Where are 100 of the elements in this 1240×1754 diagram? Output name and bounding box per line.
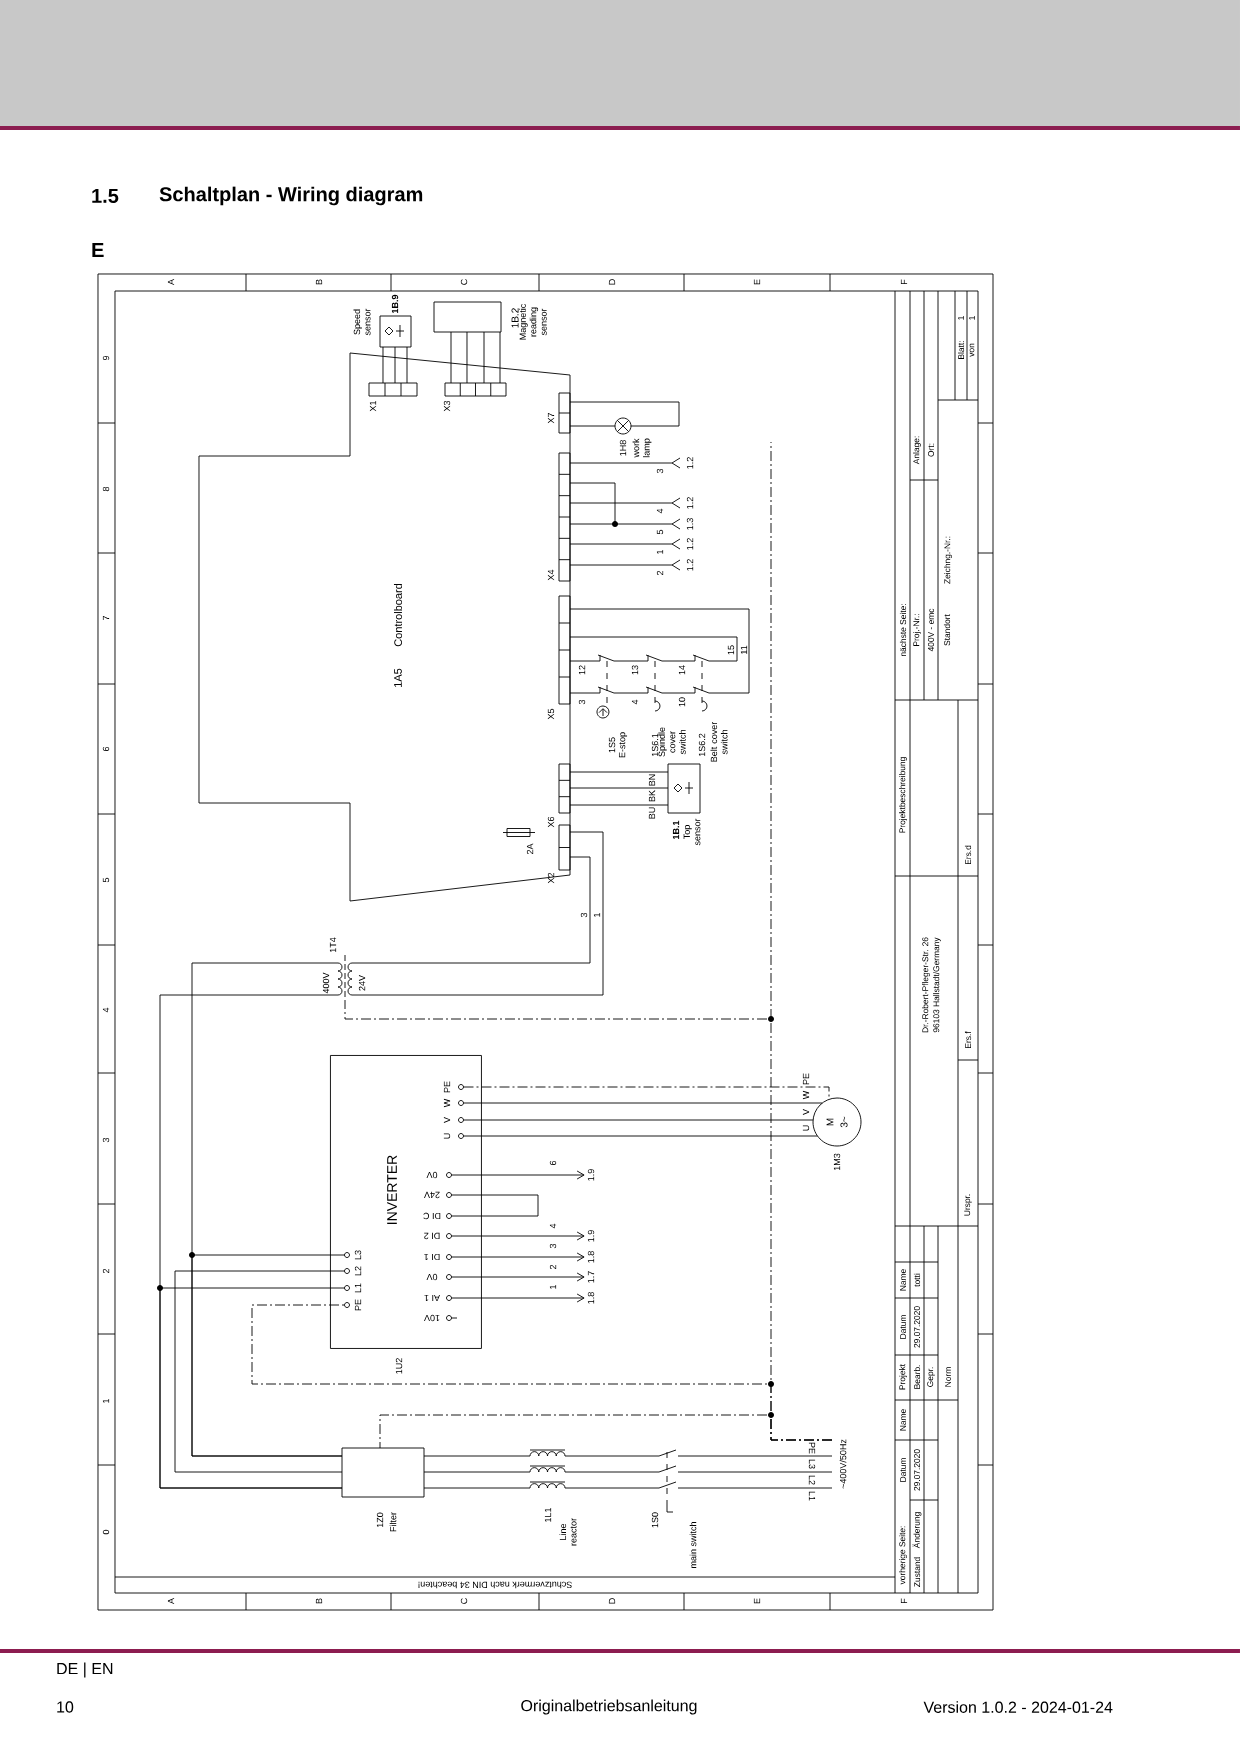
grid-letter: E (753, 279, 761, 285)
arrow (451, 1170, 585, 1180)
terminal-name: X1 (369, 400, 377, 412)
wire-colour-code: BN (648, 774, 656, 786)
wire (351, 856, 591, 964)
wire (406, 346, 408, 384)
title-block-text: Anlage: (913, 436, 921, 465)
wire-number: 4 (656, 508, 664, 514)
wire (569, 804, 669, 806)
wire-number: 3 (580, 912, 588, 918)
wire-number: 1 (549, 1284, 557, 1289)
plug-wire (569, 482, 681, 530)
title-block-text: Projekt (899, 1364, 907, 1390)
wire (613, 660, 649, 662)
component-label: 1T4 (329, 937, 337, 953)
cross-reference: 1.8 (587, 1251, 595, 1263)
wire (159, 1287, 345, 1489)
wire (174, 1270, 345, 1473)
title-block-text: 1 (958, 316, 964, 320)
grid-letter: C (460, 279, 468, 285)
page-number: 10 (57, 1701, 74, 1713)
title-block-text: nächste Seite: (899, 604, 907, 657)
wire-number: 4 (549, 1223, 557, 1229)
wire-number: 11 (740, 645, 748, 654)
wire-number: 14 (678, 665, 686, 675)
title-block-text: vorherige Seite: (899, 1526, 907, 1585)
wire (463, 1135, 818, 1137)
title-block-text: Datum (900, 1458, 906, 1482)
wire (564, 1471, 660, 1473)
footer-text: Originalbetriebsanleitung (521, 1699, 697, 1715)
wire (569, 771, 669, 773)
title-block-text: Gepr. (927, 1367, 935, 1387)
terminal-name: X3 (443, 400, 451, 412)
arrow (451, 1272, 585, 1282)
title-block-text: Ort: (928, 443, 934, 457)
terminal-label: U (802, 1125, 810, 1131)
wire-colour-code: BK (648, 790, 656, 802)
grid-letter: D (608, 1598, 616, 1604)
terminal-name: X2 (547, 872, 555, 884)
wire-number: 3 (549, 1243, 557, 1249)
cross-reference: 1.3 (686, 518, 694, 530)
arrow (451, 1252, 585, 1262)
title-block-text: Name (900, 1409, 906, 1431)
component-label: Magnetic reading sensor (519, 304, 547, 340)
wire (450, 331, 452, 384)
wire (569, 401, 680, 427)
component-label: 1Z0 (376, 1512, 384, 1528)
phase-label: L3 (808, 1459, 816, 1469)
grid-number: 8 (102, 486, 110, 492)
terminal-name: X5 (547, 708, 555, 720)
motor-label: 3~ (840, 1116, 848, 1128)
motor-label: M (826, 1118, 834, 1126)
wire (394, 346, 396, 384)
footer-text: DE | EN (57, 1662, 113, 1678)
cross-reference: 1.9 (587, 1169, 595, 1181)
wire (569, 660, 601, 662)
grid-number: 1 (102, 1398, 110, 1403)
component-label: Speed sensor (353, 308, 371, 336)
grid-letter: A (167, 279, 175, 285)
wire-number: 4 (631, 699, 639, 705)
terminal-name: X4 (547, 569, 555, 581)
arrow (451, 1231, 585, 1241)
terminal-name: X6 (547, 816, 555, 828)
wire (382, 346, 384, 384)
component-label: 1H8 (619, 440, 627, 456)
wire-number: 12 (578, 665, 586, 675)
cross-reference: 1.9 (587, 1230, 595, 1242)
cross-reference: 1.2 (686, 457, 694, 469)
wire-number: 6 (549, 1160, 557, 1166)
grid-number: 4 (102, 1007, 110, 1013)
earth-wire (344, 441, 833, 1441)
component-label: 1M3 (833, 1153, 841, 1171)
arrow (451, 1293, 585, 1303)
wire (466, 331, 468, 384)
grid-number: 7 (102, 615, 110, 621)
component-label: work lamp (632, 438, 652, 458)
wire (569, 425, 616, 427)
component-label: 1B.2 (511, 308, 519, 328)
component-label: 1S5 (608, 737, 616, 753)
title-block-text: Ers.f (964, 1031, 972, 1048)
title-block-text: Zustand (913, 1557, 921, 1587)
component-label: E-stop (619, 732, 628, 758)
wire (677, 1487, 833, 1489)
grid-letter: F (900, 1598, 908, 1603)
component-label: main switch (689, 1522, 697, 1568)
grid-number: 0 (102, 1529, 110, 1535)
title-block-text: totti (913, 1273, 921, 1287)
wire (677, 1471, 833, 1473)
wire-number: 3 (656, 468, 664, 474)
wire-number: 15 (727, 645, 735, 655)
section-number: 1.5 (92, 189, 119, 203)
grid-letter: B (315, 1598, 323, 1604)
wire (661, 692, 696, 694)
grid-number: 9 (102, 355, 110, 361)
component-label: 1A5 (394, 668, 402, 687)
wire (191, 1254, 345, 1457)
wire (423, 1455, 531, 1457)
title-block-text: Datum (900, 1315, 906, 1339)
phase-label: L1 (808, 1491, 816, 1501)
plug-wire (569, 457, 681, 469)
